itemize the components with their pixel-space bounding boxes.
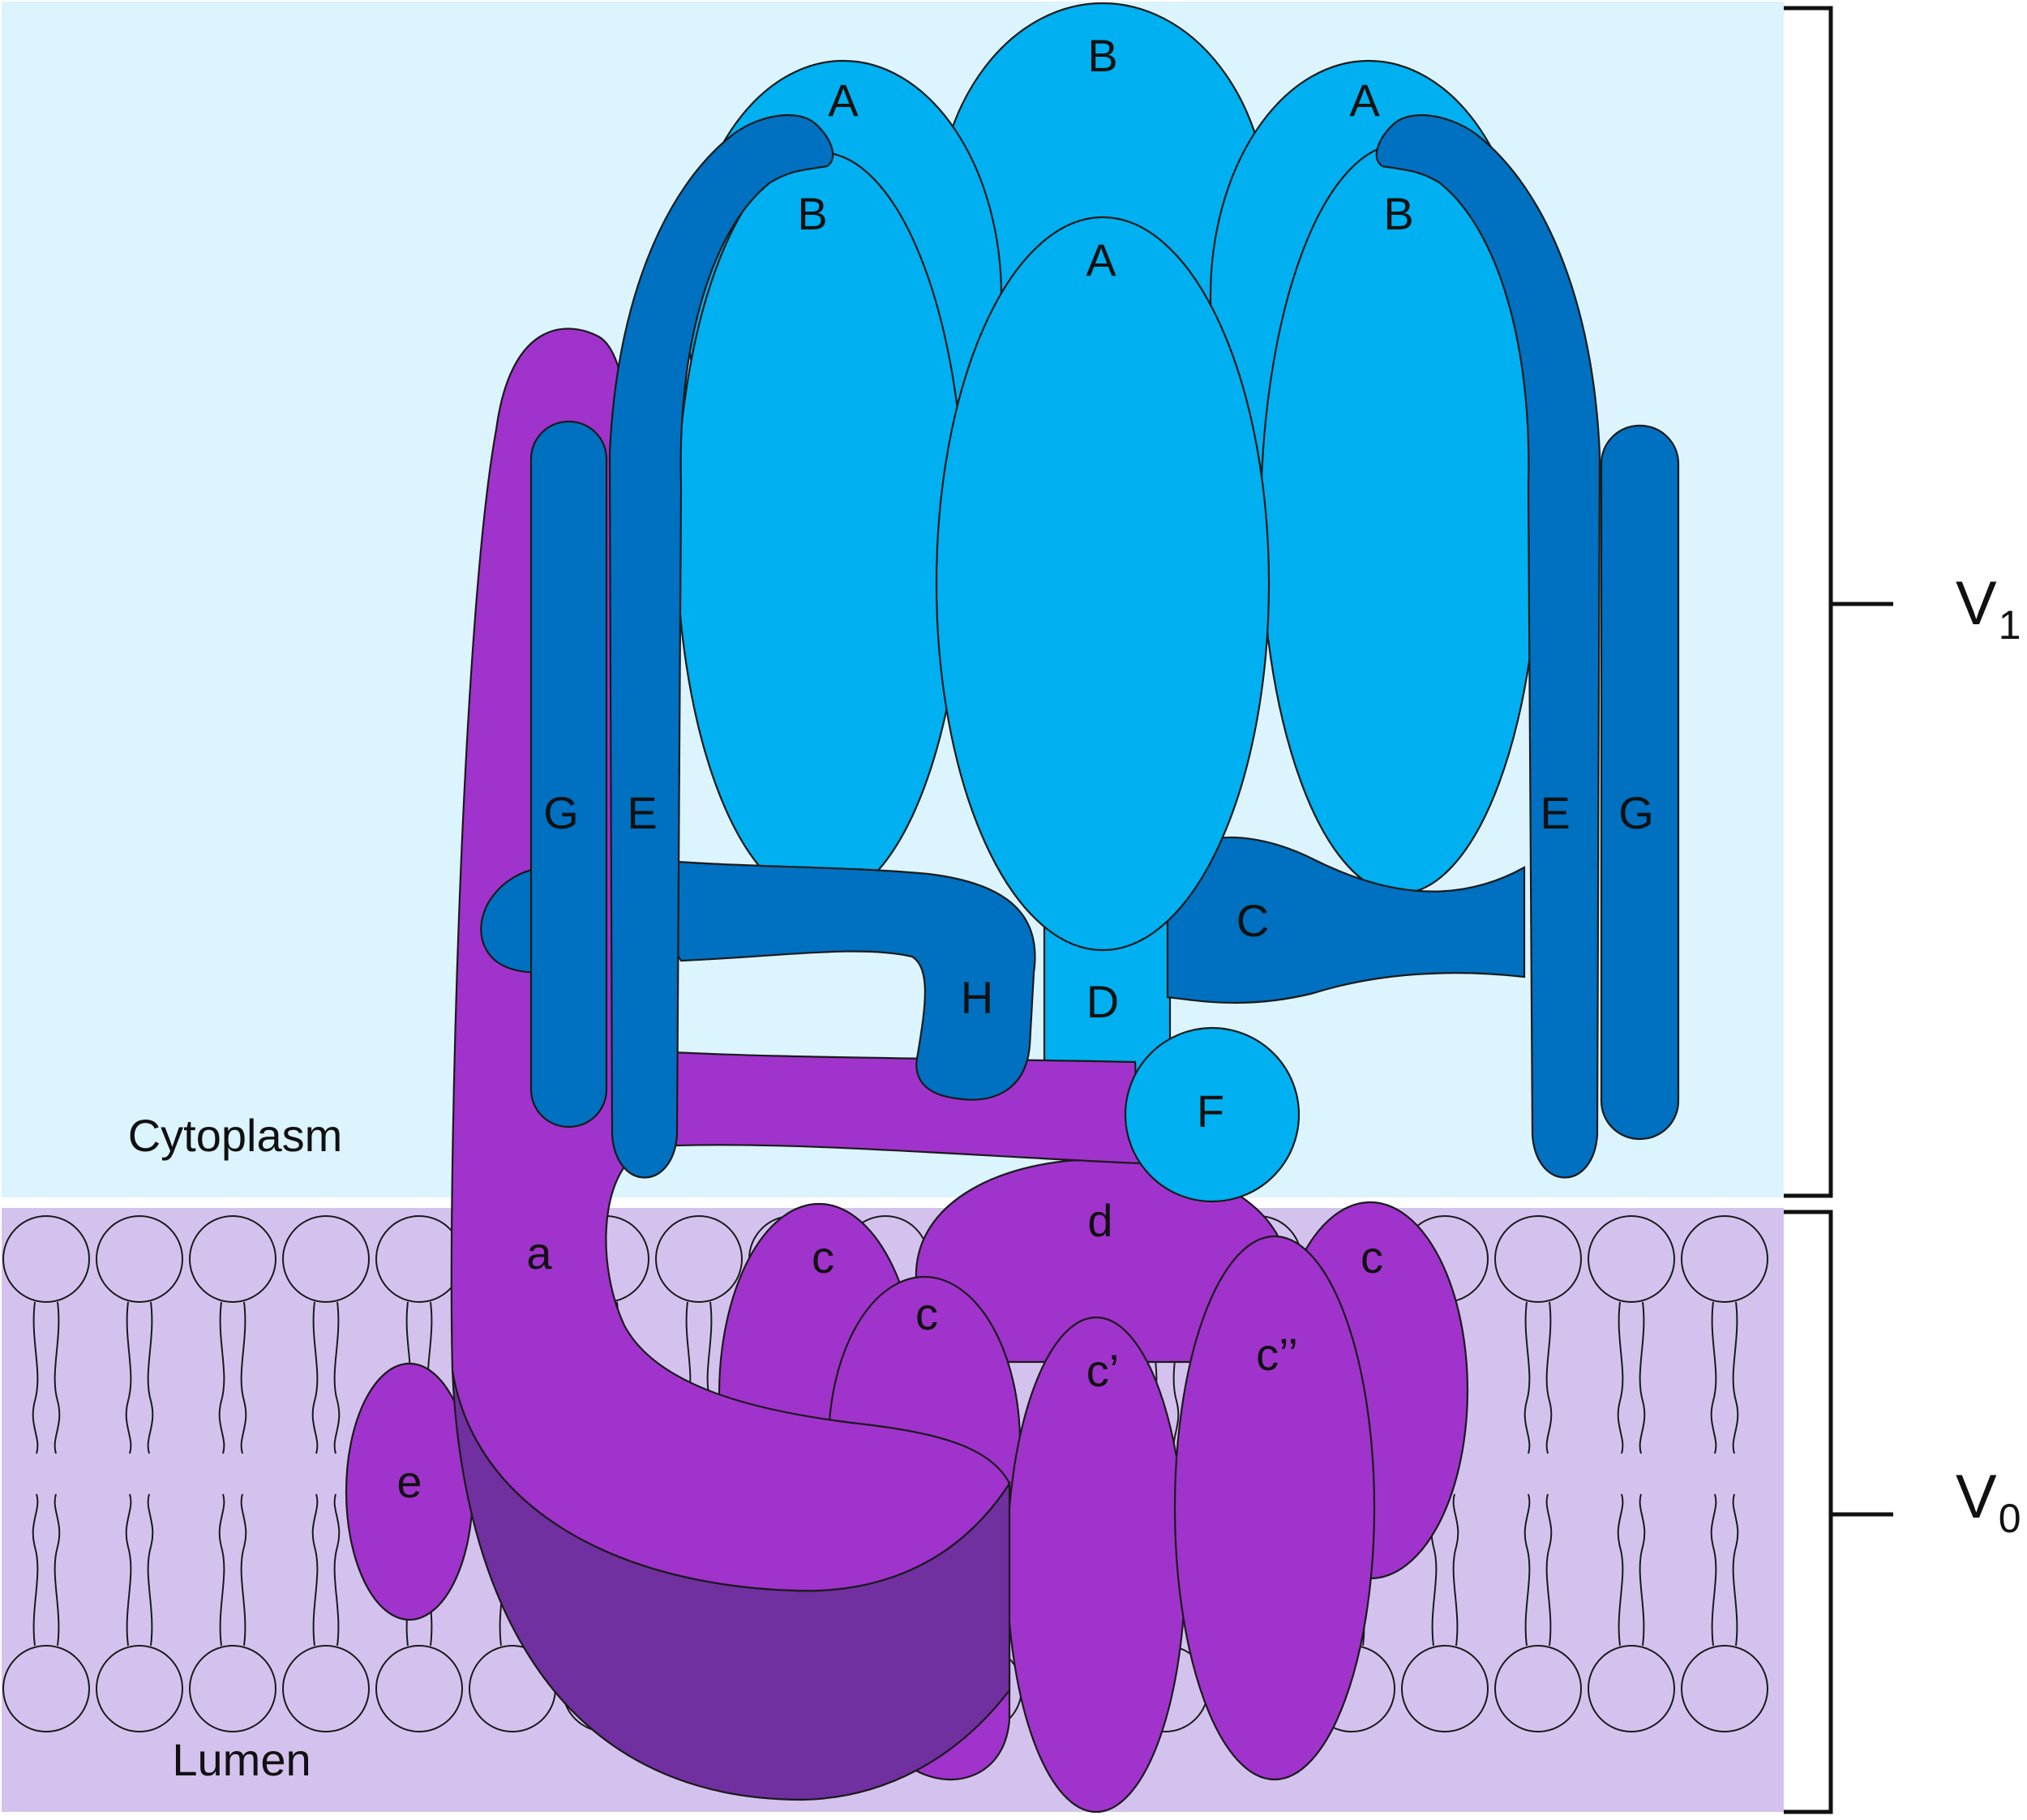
- label-a-top-left: A: [828, 75, 859, 126]
- subunit-e-left: [608, 113, 834, 1179]
- label-g-left: G: [543, 787, 579, 838]
- label-c-prime: c’: [1086, 1345, 1119, 1396]
- subunit-g-right: [1600, 424, 1680, 1141]
- label-e-left: E: [627, 787, 657, 838]
- subunit-b-left: [675, 151, 966, 903]
- label-h: H: [961, 972, 993, 1023]
- v1-label: V1: [1956, 569, 2021, 648]
- label-a: a: [526, 1227, 552, 1278]
- subunit-c-double-prime: [1173, 1235, 1376, 1781]
- label-c-3: c: [1361, 1231, 1383, 1283]
- subunit-g-left: [529, 420, 608, 1128]
- label-e-right: E: [1540, 787, 1570, 838]
- subunit-c-cap: [1166, 836, 1526, 1004]
- subunit-h: [647, 858, 1036, 1101]
- label-g-right: G: [1618, 787, 1654, 838]
- v1-domain: [480, 2, 1680, 1203]
- label-c-2: c: [915, 1288, 938, 1339]
- subunit-g-left-tab: [480, 867, 545, 974]
- v1-bracket: [1784, 6, 1893, 1198]
- subunit-e-right: [1375, 113, 1601, 1179]
- label-c-cap: C: [1236, 895, 1269, 946]
- subunit-labels: B A A B B A G E E G C H D F d a c c c c’…: [396, 30, 1653, 1507]
- label-c-double-prime: c’’: [1256, 1329, 1298, 1380]
- v0-label: V0: [1956, 1462, 2021, 1541]
- label-f: F: [1197, 1086, 1224, 1137]
- label-b-top: B: [1087, 30, 1117, 81]
- cytoplasm-label: Cytoplasm: [128, 1110, 343, 1161]
- label-a-top-right: A: [1349, 75, 1380, 126]
- subunit-a-center: [935, 216, 1271, 952]
- label-b-right: B: [1383, 188, 1413, 239]
- label-c-1: c: [812, 1231, 834, 1283]
- lumen-label: Lumen: [172, 1734, 311, 1785]
- label-e: e: [396, 1456, 422, 1507]
- label-b-left: B: [797, 188, 827, 239]
- label-d-stalk: D: [1086, 976, 1119, 1027]
- label-a-center: A: [1086, 234, 1116, 285]
- subunit-f: [1124, 1026, 1301, 1203]
- v0-bracket: [1784, 1210, 1893, 1814]
- label-d: d: [1087, 1195, 1112, 1246]
